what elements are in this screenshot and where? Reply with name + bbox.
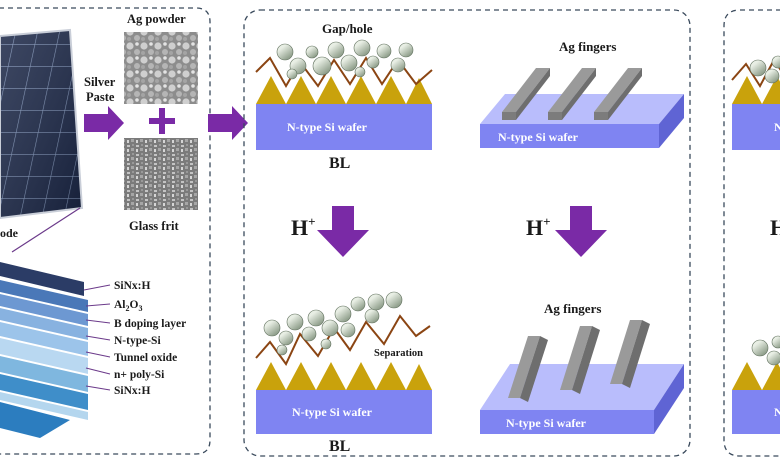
layer-sinx-top: SiNx:H xyxy=(114,280,150,292)
bl-label: BL xyxy=(329,155,350,172)
h-plus-arrow-right-icon xyxy=(555,206,607,257)
si-wafer-block xyxy=(480,124,659,148)
wafer-side-face xyxy=(659,94,684,148)
ag-particles xyxy=(263,291,403,356)
zoom-line xyxy=(11,207,81,253)
ag-particles xyxy=(276,39,414,80)
pyramid-texture xyxy=(732,76,780,104)
partial-label: ode xyxy=(0,226,19,240)
ag-finger-bars xyxy=(502,68,642,120)
middle-panel-border xyxy=(243,9,691,457)
h-plus-arrow-left-icon xyxy=(317,206,369,257)
pyramid-texture xyxy=(256,76,432,104)
wafer-top-face xyxy=(480,94,684,124)
layer-tunnel-oxide: Tunnel oxide xyxy=(114,352,177,364)
ag-fingers-label: Ag fingers xyxy=(544,301,601,316)
layer-leader-lines xyxy=(83,284,111,391)
layer-n-poly-si: n+ poly-Si xyxy=(114,369,165,381)
si-wafer-block xyxy=(256,390,432,434)
ag-fingers-label: Ag fingers xyxy=(559,39,616,54)
bl-label: BL xyxy=(329,438,350,455)
ag-particles xyxy=(749,55,780,84)
layer-b-doping: B doping layer xyxy=(114,318,186,330)
wafer-label: N-type Si wafer xyxy=(287,120,368,134)
solar-panel-icon xyxy=(0,28,84,220)
process-arrow-icon xyxy=(208,106,248,140)
layer-sinx-bottom: SiNx:H xyxy=(114,385,150,397)
bl-line-separated xyxy=(255,314,431,366)
wafer-label: N-type Si wafer xyxy=(506,416,587,430)
layered-panel-icon xyxy=(0,262,88,438)
wafer-bl-top: Gap/hole N-type Si wafer BL xyxy=(255,21,433,172)
ag-powder-micrograph xyxy=(124,32,198,104)
wafer-ag-fingers-top: Ag fingers N-type Si wafer xyxy=(480,39,684,148)
ag-finger-bars-detached xyxy=(508,320,650,402)
left-panel-border xyxy=(0,7,211,455)
wafer-side-face xyxy=(654,364,684,434)
right-panel: N H N xyxy=(723,9,780,457)
glass-frit-label: Glass frit xyxy=(129,219,179,233)
wafer-label: N xyxy=(774,405,780,419)
silver-paste-arrow-icon xyxy=(84,106,124,140)
h-plus-left: H+ xyxy=(291,214,316,240)
left-panel: ode SiNx:H Al2O3 B doping xyxy=(0,7,248,455)
wafer-label: N-type Si wafer xyxy=(292,405,373,419)
ag-particles xyxy=(751,335,780,366)
layer-al2o3: Al2O3 xyxy=(114,299,142,313)
separation-label: Separation xyxy=(374,348,423,359)
wafer-label: N-type Si wafer xyxy=(498,130,579,144)
pyramid-texture xyxy=(256,362,432,390)
wafer-label: N xyxy=(774,120,780,134)
wafer-bl-bottom: N-type Si wafer Separation BL xyxy=(255,291,432,455)
right-panel-border xyxy=(723,9,780,457)
wafer-ag-fingers-bottom: Ag fingers N-type Si wafer xyxy=(480,301,684,434)
si-wafer-block xyxy=(732,104,780,150)
pyramid-texture xyxy=(732,362,780,390)
ag-powder-label: Ag powder xyxy=(127,12,186,26)
gap-hole-label: Gap/hole xyxy=(322,21,373,36)
silver-paste-label-2: Paste xyxy=(86,90,115,104)
glass-frit-micrograph xyxy=(124,138,198,210)
si-wafer-block xyxy=(256,104,432,150)
si-wafer-block xyxy=(480,410,654,434)
silver-paste-label-1: Silver xyxy=(84,75,116,89)
plus-icon xyxy=(149,108,175,134)
h-plus-right: H+ xyxy=(526,214,551,240)
si-wafer-block xyxy=(732,390,780,434)
middle-panel: Gap/hole N-type Si wafer BL xyxy=(243,9,691,457)
layer-n-type-si: N-type-Si xyxy=(114,335,161,347)
h-plus-partial: H xyxy=(770,215,780,240)
